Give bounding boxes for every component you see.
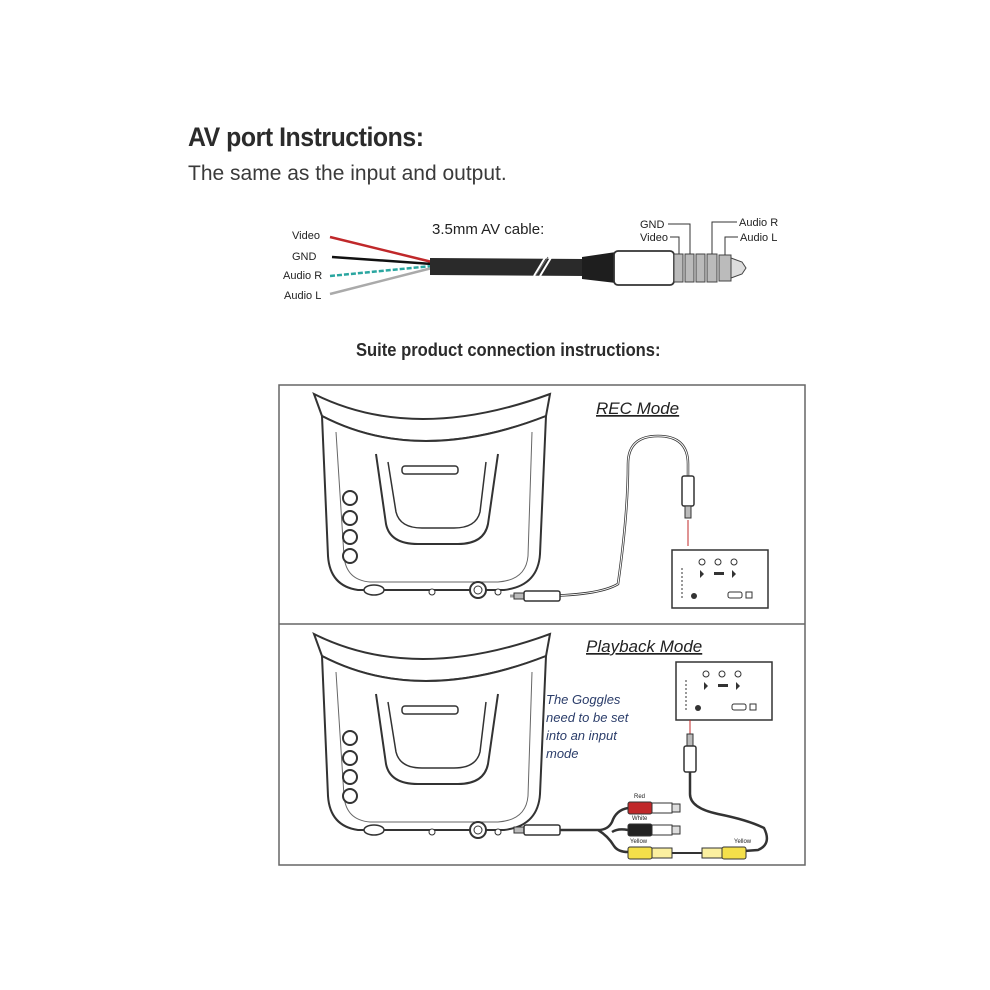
- note-line-4: mode: [546, 746, 579, 761]
- wire-label-audio-l: Audio L: [284, 290, 321, 302]
- rca-red-connector: [627, 801, 681, 815]
- rca-label-white: White: [632, 816, 648, 822]
- recorder-module-rec: [671, 549, 769, 609]
- wire-video: [329, 235, 433, 264]
- rca-yellow-connector-left: [627, 846, 673, 860]
- cable-jacket: [430, 258, 585, 276]
- goggles-rec: [313, 393, 551, 599]
- plug-playback-goggle: [513, 824, 561, 836]
- rca-yellow-connector-right: [701, 846, 747, 860]
- playback-mode-panel: Playback Mode The Goggles need to be set…: [313, 633, 773, 860]
- note-line-3: into an input: [546, 728, 618, 743]
- plug-rec-goggle: [513, 590, 561, 602]
- plug-label-audio-l: Audio L: [740, 232, 777, 244]
- cable-label: 3.5mm AV cable:: [432, 221, 544, 238]
- wire-audio-r: [329, 264, 433, 278]
- rec-mode-panel: REC Mode: [313, 393, 769, 609]
- wire-label-audio-r: Audio R: [283, 270, 322, 282]
- goggles-playback: [313, 633, 551, 839]
- plug-rec-module: [681, 475, 695, 546]
- note-line-2: need to be set: [546, 710, 630, 725]
- rca-label-yellow-left: Yellow: [630, 839, 648, 845]
- wire-label-gnd: GND: [292, 251, 317, 263]
- plug-label-audio-r: Audio R: [739, 217, 778, 229]
- suite-connection-diagram: REC Mode Playback Mode The Goggles need …: [278, 384, 806, 866]
- playback-mode-label: Playback Mode: [586, 637, 702, 656]
- rca-label-red: Red: [634, 794, 645, 800]
- note-line-1: The Goggles: [546, 692, 621, 707]
- plug-3-5mm: [582, 250, 747, 286]
- rca-white-connector: [627, 823, 681, 837]
- rec-mode-label: REC Mode: [596, 399, 679, 418]
- suite-title: Suite product connection instructions:: [356, 340, 661, 360]
- rca-label-yellow-right: Yellow: [734, 839, 752, 845]
- wire-gnd: [331, 255, 433, 266]
- av-cable-diagram: 3.5mm AV cable: Video GND Audio R Audio …: [283, 217, 778, 302]
- plug-label-gnd: GND: [640, 219, 665, 231]
- recorder-module-playback: [675, 661, 773, 721]
- plug-label-video: Video: [640, 232, 668, 244]
- page-title: AV port Instructions:: [188, 122, 424, 152]
- wire-audio-l: [329, 266, 433, 296]
- page-subtitle: The same as the input and output.: [188, 162, 507, 185]
- wire-label-video: Video: [292, 230, 320, 242]
